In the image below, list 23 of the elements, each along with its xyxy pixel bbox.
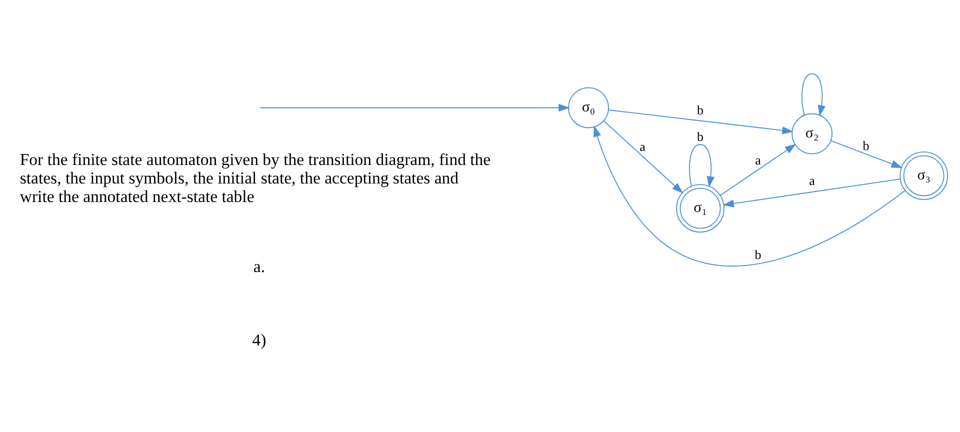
edge-label: a (809, 173, 815, 188)
arrow (722, 178, 901, 208)
edge-label: b (862, 138, 870, 153)
arrow (594, 126, 906, 266)
label: For the finite state automaton given by the transition diagram, find the states, the input symbols, the initial state, the accepting states and write the annotated next-state table (20, 150, 491, 206)
arrow (830, 140, 903, 168)
edge-label: b (697, 128, 704, 144)
label: a. (253, 257, 266, 276)
node-circle: σ₃ (900, 152, 948, 200)
arrow (608, 110, 794, 134)
edge-label: b (697, 102, 704, 118)
edge-label: b (754, 246, 762, 262)
arrow (260, 104, 570, 112)
node-circle: σ₁ (676, 184, 724, 233)
edge-label: a (640, 138, 646, 154)
edge-label: a (755, 152, 761, 168)
node-circle: σ₀ (568, 87, 609, 128)
arrow (720, 144, 796, 196)
arrow (801, 73, 826, 116)
arrow (689, 144, 715, 188)
arrow (603, 120, 684, 194)
node-circle: σ₂ (792, 113, 833, 154)
label: 4) (252, 330, 266, 350)
